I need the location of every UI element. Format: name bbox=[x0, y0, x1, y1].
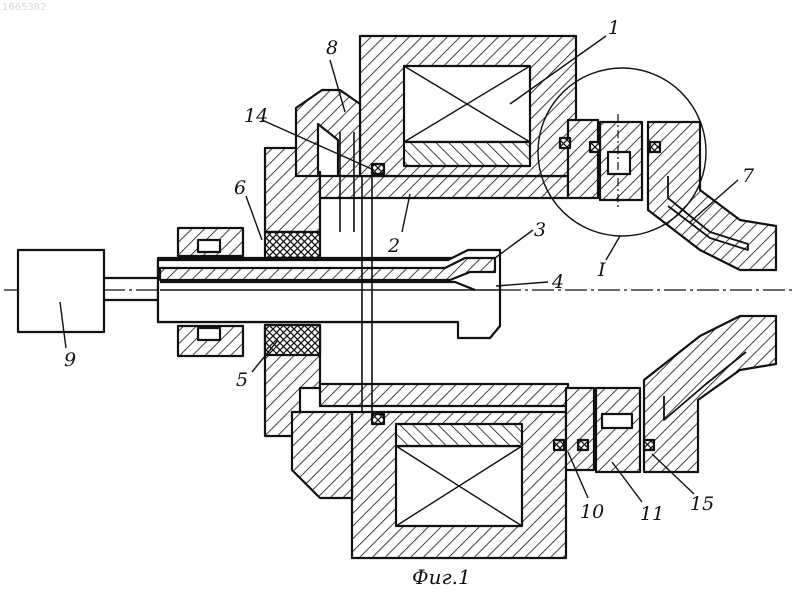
seal-6 bbox=[265, 232, 320, 258]
label-15: 15 bbox=[690, 493, 714, 515]
label-7: 7 bbox=[742, 165, 755, 187]
output-housing-7-upper bbox=[648, 122, 776, 270]
seal-ring-14 bbox=[372, 164, 384, 174]
rotor-ring-11-lower bbox=[596, 388, 640, 472]
seal-15-c bbox=[650, 142, 660, 152]
seal-15-e bbox=[578, 440, 588, 450]
label-9: 9 bbox=[64, 349, 76, 371]
label-I: I bbox=[597, 259, 606, 281]
label-5: 5 bbox=[236, 369, 248, 391]
label-10: 10 bbox=[580, 501, 604, 523]
output-housing-7-lower bbox=[644, 316, 776, 472]
label-3: 3 bbox=[534, 219, 546, 241]
label-11: 11 bbox=[640, 503, 664, 525]
figure-caption: Фиг.1 bbox=[412, 565, 471, 589]
seal-ring-lower bbox=[372, 414, 384, 424]
coil-housing-lower bbox=[352, 412, 566, 558]
seal-15-d bbox=[554, 440, 564, 450]
label-1: 1 bbox=[608, 17, 620, 39]
coil-housing-upper bbox=[360, 36, 576, 176]
bracket-lower bbox=[292, 412, 352, 498]
drive-block-9 bbox=[18, 250, 104, 332]
seal-5 bbox=[265, 325, 320, 355]
rotor-ring-10-upper bbox=[568, 120, 598, 198]
label-2: 2 bbox=[387, 235, 400, 257]
watermark-text: 1665382 bbox=[2, 2, 47, 13]
label-6: 6 bbox=[234, 177, 246, 199]
label-14: 14 bbox=[244, 105, 268, 127]
seal-15-a bbox=[560, 138, 570, 148]
label-8: 8 bbox=[326, 37, 338, 59]
seal-15-f bbox=[644, 440, 654, 450]
seal-15-b bbox=[590, 142, 600, 152]
shaft-assembly bbox=[158, 250, 500, 338]
rotor-ring-11-upper bbox=[600, 114, 642, 210]
label-4: 4 bbox=[551, 271, 564, 293]
